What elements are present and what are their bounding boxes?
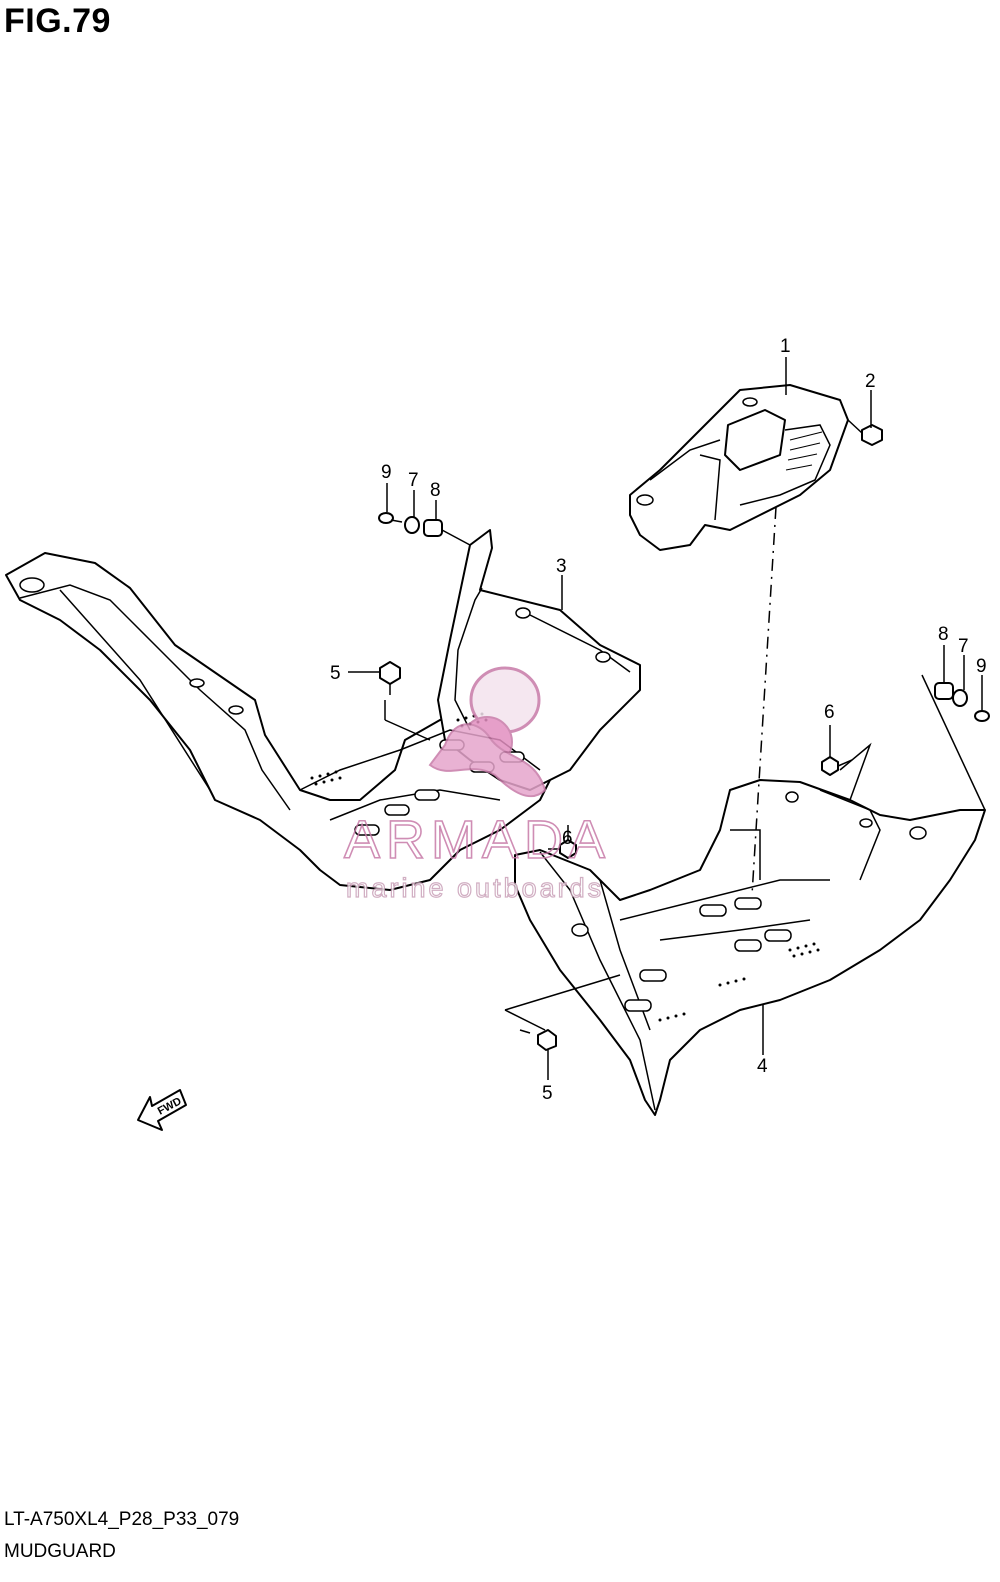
fastener-set-right bbox=[921, 674, 990, 811]
figure-code: LT-A750XL4_P28_P33_079 bbox=[4, 1509, 240, 1530]
bolt-5-right bbox=[519, 1029, 557, 1051]
callout-9-right: 9 bbox=[976, 656, 987, 677]
clip-6-right bbox=[821, 756, 853, 776]
watermark-tagline: marine outboards bbox=[346, 873, 604, 903]
right-floor-slots bbox=[624, 897, 792, 1012]
callout-9-left: 9 bbox=[381, 462, 392, 483]
watermark-brand: ARMADA bbox=[344, 810, 611, 870]
callout-8-left: 8 bbox=[430, 480, 441, 501]
bolt-2 bbox=[847, 419, 883, 446]
callout-7-left: 7 bbox=[408, 470, 419, 491]
forward-direction-arrow: FWD bbox=[137, 1089, 187, 1131]
callout-3: 3 bbox=[556, 556, 567, 577]
right-tread-dots bbox=[658, 942, 820, 1022]
callout-4: 4 bbox=[757, 1056, 768, 1077]
watermark-logo-icon bbox=[428, 666, 547, 798]
callout-1: 1 bbox=[780, 336, 791, 357]
assembly-line-side-cover bbox=[751, 506, 777, 896]
callout-5-left: 5 bbox=[330, 663, 341, 684]
callout-5-right: 5 bbox=[542, 1083, 553, 1104]
right-mudguard bbox=[514, 779, 986, 1116]
callout-6-right: 6 bbox=[824, 702, 835, 723]
bolt-5-left bbox=[379, 661, 401, 720]
fastener-set-left bbox=[378, 512, 471, 546]
watermark: ARMADA marine outboards bbox=[343, 666, 611, 904]
callout-2: 2 bbox=[865, 371, 876, 392]
side-cover bbox=[629, 384, 849, 551]
callout-7-right: 7 bbox=[958, 636, 969, 657]
figure-title: FIG.79 bbox=[4, 2, 111, 40]
section-name: MUDGUARD bbox=[4, 1541, 116, 1562]
callout-6-center: 6 bbox=[562, 828, 573, 849]
callout-8-right: 8 bbox=[938, 624, 949, 645]
